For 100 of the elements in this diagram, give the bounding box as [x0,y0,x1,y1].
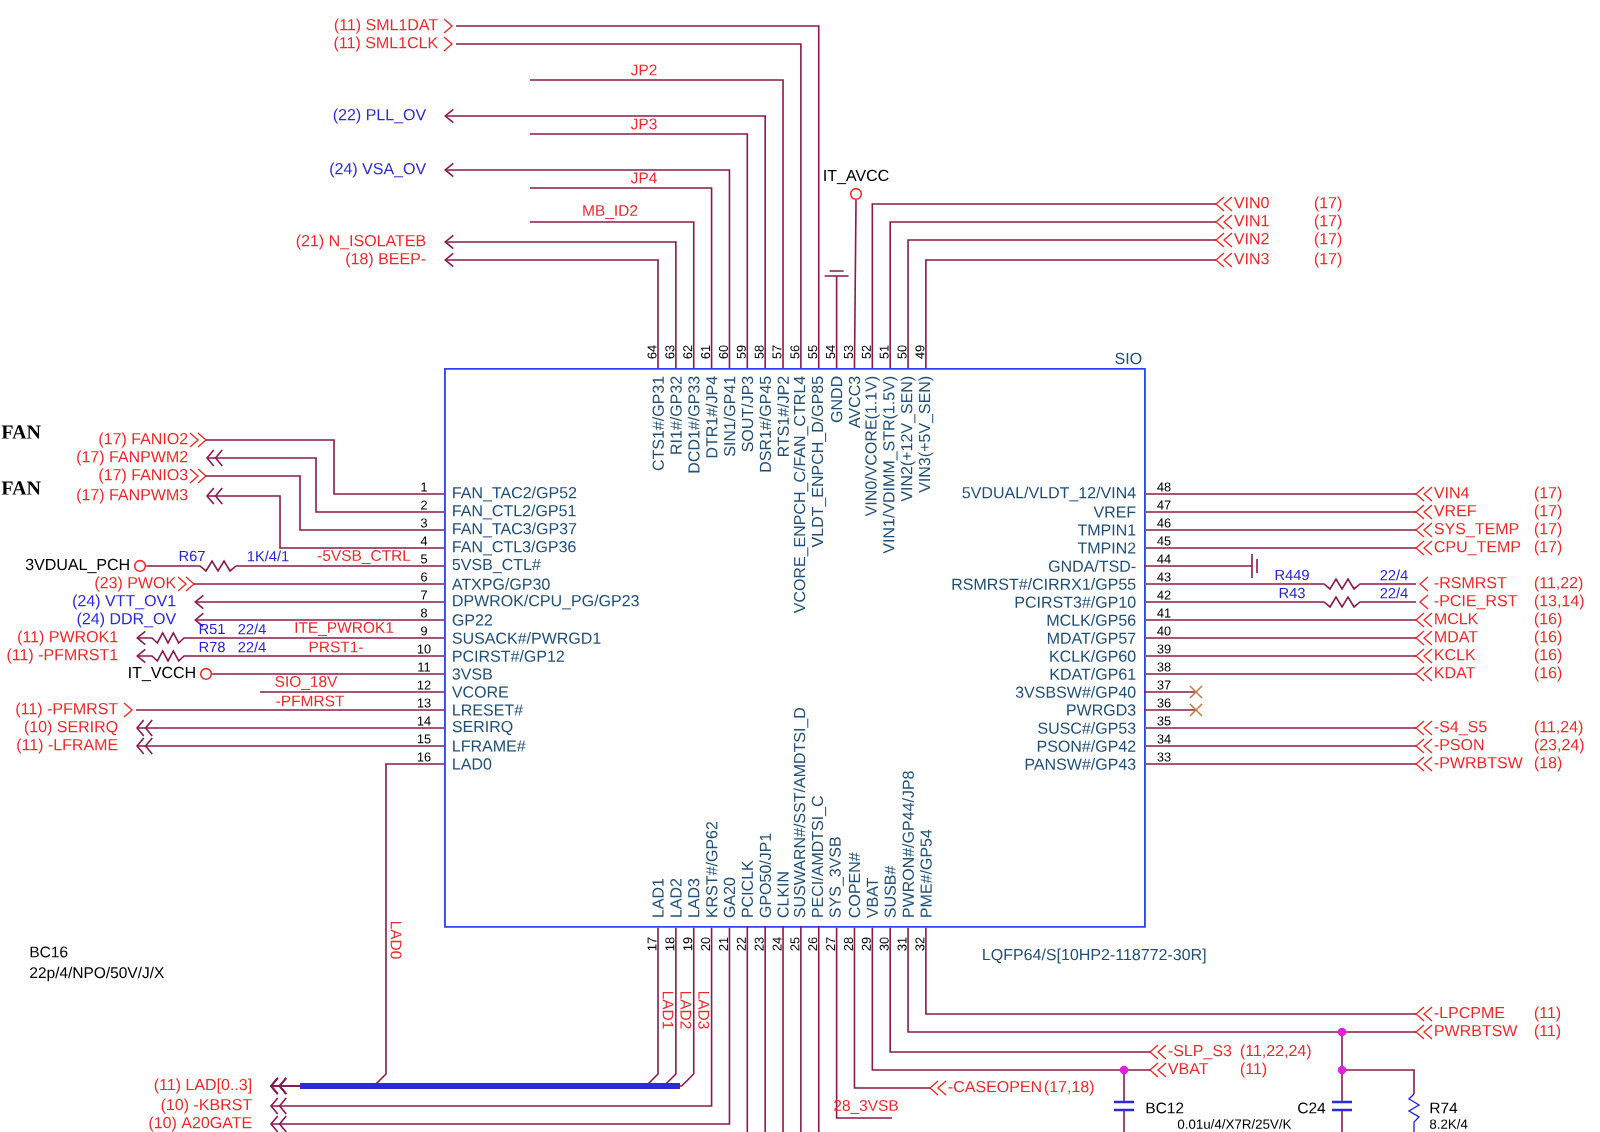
off-page-connector: (11) -PFMRST [16,702,133,718]
wire [444,252,659,369]
off-page-connector: (21) N_ISOLATEB [296,234,426,250]
off-page-connector: (23) PWOK [95,576,195,592]
pin-name: TMPIN1 [1077,524,1136,536]
wire [206,449,445,513]
pin-name: PWRGD3 [1067,704,1136,716]
wire [136,719,445,737]
pin-name: FAN_CTL2/GP51 [453,504,576,520]
off-page-connector: KCLK (16) [1415,648,1562,664]
pin-name: PSON#/GP42 [1037,740,1136,752]
pin-name: KDAT/GP61 [1050,668,1136,680]
off-page-connector: (11) PWROK1 [18,630,118,646]
pin-name: MDAT/GP57 [1047,632,1136,644]
off-page-connector: -PCIE_RST (13,14) [1419,594,1584,610]
wire [136,737,445,755]
pin-name: LAD2 [670,878,682,917]
wire [529,79,784,369]
wire [205,439,445,495]
pin-name: SIN1/GP41 [723,376,736,457]
pin-name: VIN3(+5V_SEN) [918,376,934,493]
pin-name: GNDA/TSD- [1048,560,1136,572]
wire [1145,655,1417,657]
pin-name: VCORE [451,686,509,698]
pin-name: KRST#/GP62 [705,821,718,917]
off-page-connector: -RSMRST (11,22) [1419,576,1583,592]
pin-name: RI1#/GP32 [669,376,682,454]
wire [1145,763,1417,765]
pin-name: SUSWARN#/SST/AMDTSI_D [793,707,809,918]
pin-name: PWRON#/GP44/JP8 [902,771,914,917]
pin-name: CTS1#/GP31 [652,376,664,471]
wire [871,927,1151,1071]
wire [529,221,695,369]
pin-name: DCD1#/GP33 [687,376,700,473]
pin-name: VIN1/VDIMM_STR(1.5V) [882,376,898,554]
wire [853,927,931,1089]
chip-label: SIO [1115,352,1142,365]
wire [907,239,1217,369]
wire [135,709,445,711]
off-page-connector: (24) DDR_OV [77,612,177,628]
pin-name: 5VSB_CTL# [452,558,541,574]
wire [835,927,893,1119]
off-page-connector: KDAT (16) [1415,666,1562,682]
wire [206,487,445,549]
wire [529,133,749,369]
pin-name: ATXPG/GP30 [451,578,550,590]
pin-name: VIN0/VCORE(1.1V) [864,376,880,517]
off-page-connector: -CASEOPEN (17,18) [929,1080,1094,1096]
wire [1145,595,1417,609]
pin-name: GNDD [830,376,843,423]
wire [136,630,445,646]
off-page-connector: -PWRBTSW (18) [1415,756,1562,772]
off-page-connector: -LPCPME (11) [1415,1006,1561,1022]
pin-name: TMPIN2 [1077,542,1136,554]
off-page-connector: VIN0 (17) [1215,196,1342,212]
off-page-connector: MCLK (16) [1415,612,1562,628]
wire [194,612,445,628]
wire [444,234,677,369]
off-page-connector: (11) -LFRAME [17,738,118,754]
pin-name: FAN_CTL3/GP36 [453,540,576,556]
pin-name: AVCC3 [848,376,861,428]
wire [444,108,766,369]
pin-name: FAN_TAC3/GP37 [453,522,577,538]
wire [1145,745,1417,747]
wire [925,927,1417,1015]
off-page-connector: (24) VSA_OV [330,162,427,178]
pin-name: PANSW#/GP43 [1025,758,1136,770]
pin-name: LRESET# [453,704,523,716]
pin-name: LFRAME# [453,740,526,752]
wire [1145,673,1417,675]
wire [871,203,1217,369]
off-page-connector: (10) -KBRST [161,1098,252,1114]
pin-name: PCICLK [741,860,753,917]
pin-name: PCIRST3#/GP10 [1015,596,1136,608]
note-label: FAN [1,481,41,495]
wire [1145,493,1417,495]
off-page-connector: VIN2 (17) [1215,232,1342,248]
off-page-connector: (17) FANPWM2 [77,450,188,466]
off-page-connector: MDAT (16) [1415,630,1562,646]
wire [194,594,445,610]
part-number: LQFP64/S[10HP2-118772-30R] [983,948,1206,964]
off-page-connector: (11) LAD[0..3] [154,1078,251,1094]
pin-name: PCIRST#/GP12 [453,650,564,662]
wire [1145,547,1417,549]
off-page-connector: PWRBTSW (11) [1415,1024,1561,1040]
pin-name: FAN_TAC2/GP52 [453,486,577,502]
off-page-connector: -PSON (23,24) [1415,738,1584,754]
pin-name: RTS1#/JP2 [777,376,789,457]
wire [1145,577,1417,591]
off-page-connector: VREF (17) [1415,504,1562,520]
wire [1145,727,1417,729]
pin-name: PME#/GP54 [920,829,932,917]
off-page-connector: (10) SERIRQ [24,720,118,736]
pin-name: 5VDUAL/VLDT_12/VIN4 [962,486,1136,502]
off-page-connector: -S4_S5 (11,24) [1415,720,1583,736]
pin-name: KCLK/GP60 [1050,650,1136,662]
pin-name: VCORE_ENPCH_C/FAN_CTRL4 [793,376,809,614]
pin-name: SOUT/JP3 [741,376,754,452]
wire [1145,619,1417,621]
off-page-connector: SYS_TEMP (17) [1415,522,1562,538]
